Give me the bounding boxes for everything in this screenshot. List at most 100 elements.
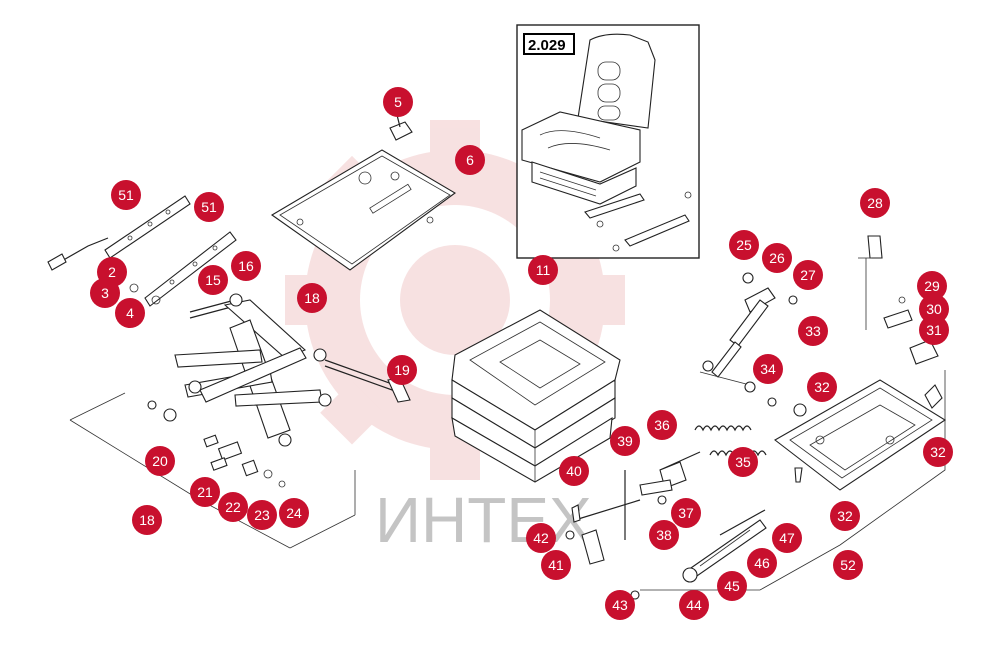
callout-23: 23 — [247, 500, 277, 530]
svg-text:33: 33 — [805, 323, 821, 339]
callout-18-upper: 18 — [297, 283, 327, 313]
callout-39: 39 — [610, 426, 640, 456]
callout-38: 38 — [649, 520, 679, 550]
callout-32-b: 32 — [923, 437, 953, 467]
svg-text:38: 38 — [656, 527, 672, 543]
callout-32-c: 32 — [830, 501, 860, 531]
callout-3: 3 — [90, 278, 120, 308]
watermark-text: ИНТЕХ — [375, 484, 592, 556]
callout-52: 52 — [833, 550, 863, 580]
callout-24: 24 — [279, 498, 309, 528]
svg-text:24: 24 — [286, 505, 302, 521]
svg-text:37: 37 — [678, 505, 694, 521]
callout-18-lower: 18 — [132, 505, 162, 535]
svg-text:26: 26 — [769, 250, 785, 266]
svg-text:35: 35 — [735, 454, 751, 470]
svg-text:39: 39 — [617, 433, 633, 449]
callout-22: 22 — [218, 492, 248, 522]
callout-41: 41 — [541, 550, 571, 580]
svg-text:21: 21 — [197, 484, 213, 500]
svg-text:16: 16 — [238, 258, 254, 274]
callout-19: 19 — [387, 355, 417, 385]
svg-text:11: 11 — [536, 262, 551, 278]
svg-text:31: 31 — [926, 322, 942, 338]
svg-text:32: 32 — [837, 508, 853, 524]
svg-text:41: 41 — [548, 557, 564, 573]
svg-text:19: 19 — [394, 362, 410, 378]
svg-text:44: 44 — [686, 597, 702, 613]
svg-text:2: 2 — [108, 264, 116, 280]
svg-text:22: 22 — [225, 499, 241, 515]
callout-44: 44 — [679, 590, 709, 620]
callout-33: 33 — [798, 316, 828, 346]
callout-36: 36 — [647, 410, 677, 440]
svg-text:47: 47 — [779, 530, 795, 546]
callout-15: 15 — [198, 265, 228, 295]
callout-21: 21 — [190, 477, 220, 507]
svg-text:52: 52 — [840, 557, 856, 573]
svg-text:29: 29 — [924, 278, 940, 294]
callout-31: 31 — [919, 315, 949, 345]
part-6-shape — [270, 149, 456, 271]
callout-34: 34 — [753, 354, 783, 384]
svg-text:6: 6 — [466, 152, 474, 168]
callout-16: 16 — [231, 251, 261, 281]
svg-text:23: 23 — [254, 507, 270, 523]
callout-6: 6 — [455, 145, 485, 175]
svg-text:45: 45 — [724, 578, 740, 594]
inset-seat-view: 2.029 — [516, 24, 700, 259]
svg-text:15: 15 — [205, 272, 221, 288]
svg-text:43: 43 — [612, 597, 628, 613]
svg-text:18: 18 — [139, 512, 155, 528]
parts-36-47-levers-shape — [565, 461, 803, 600]
svg-text:51: 51 — [118, 187, 134, 203]
svg-text:18: 18 — [304, 290, 320, 306]
svg-text:32: 32 — [930, 444, 946, 460]
inset-label: 2.029 — [528, 37, 566, 54]
callout-25: 25 — [729, 230, 759, 260]
svg-text:27: 27 — [800, 267, 816, 283]
part-25-27-gas-spring-shape — [702, 272, 798, 378]
callout-20: 20 — [145, 446, 175, 476]
svg-text:20: 20 — [152, 453, 168, 469]
callout-32-a: 32 — [807, 372, 837, 402]
callout-27: 27 — [793, 260, 823, 290]
callout-37: 37 — [671, 498, 701, 528]
svg-text:42: 42 — [533, 530, 549, 546]
parts-21-24-shape — [203, 434, 286, 488]
callout-42: 42 — [526, 523, 556, 553]
callout-5: 5 — [383, 87, 413, 117]
callout-46: 46 — [747, 548, 777, 578]
svg-text:36: 36 — [654, 417, 670, 433]
part-28-31-shape — [858, 235, 939, 365]
callout-51-right: 51 — [194, 192, 224, 222]
callout-11: 11 — [528, 255, 558, 285]
callout-30: 30 — [919, 294, 949, 324]
svg-text:51: 51 — [201, 199, 217, 215]
svg-text:25: 25 — [736, 237, 752, 253]
svg-text:5: 5 — [394, 94, 402, 110]
callout-29: 29 — [917, 271, 947, 301]
svg-text:40: 40 — [566, 463, 582, 479]
svg-text:46: 46 — [754, 555, 770, 571]
svg-text:30: 30 — [926, 301, 942, 317]
callout-51-left: 51 — [111, 180, 141, 210]
callout-47: 47 — [772, 523, 802, 553]
svg-text:4: 4 — [126, 305, 134, 321]
part-51-shape — [47, 195, 237, 307]
svg-text:3: 3 — [101, 285, 109, 301]
callout-43: 43 — [605, 590, 635, 620]
svg-text:28: 28 — [867, 195, 883, 211]
callout-40: 40 — [559, 456, 589, 486]
part-11-shape — [451, 309, 621, 483]
part-18-scissor-shape — [147, 293, 411, 447]
part-5-shape — [389, 121, 413, 141]
svg-text:34: 34 — [760, 361, 776, 377]
callout-26: 26 — [762, 243, 792, 273]
callout-4: 4 — [115, 298, 145, 328]
callout-45: 45 — [717, 571, 747, 601]
callout-28: 28 — [860, 188, 890, 218]
callout-35: 35 — [728, 447, 758, 477]
callout-32-d: 32 — [800, 411, 816, 427]
